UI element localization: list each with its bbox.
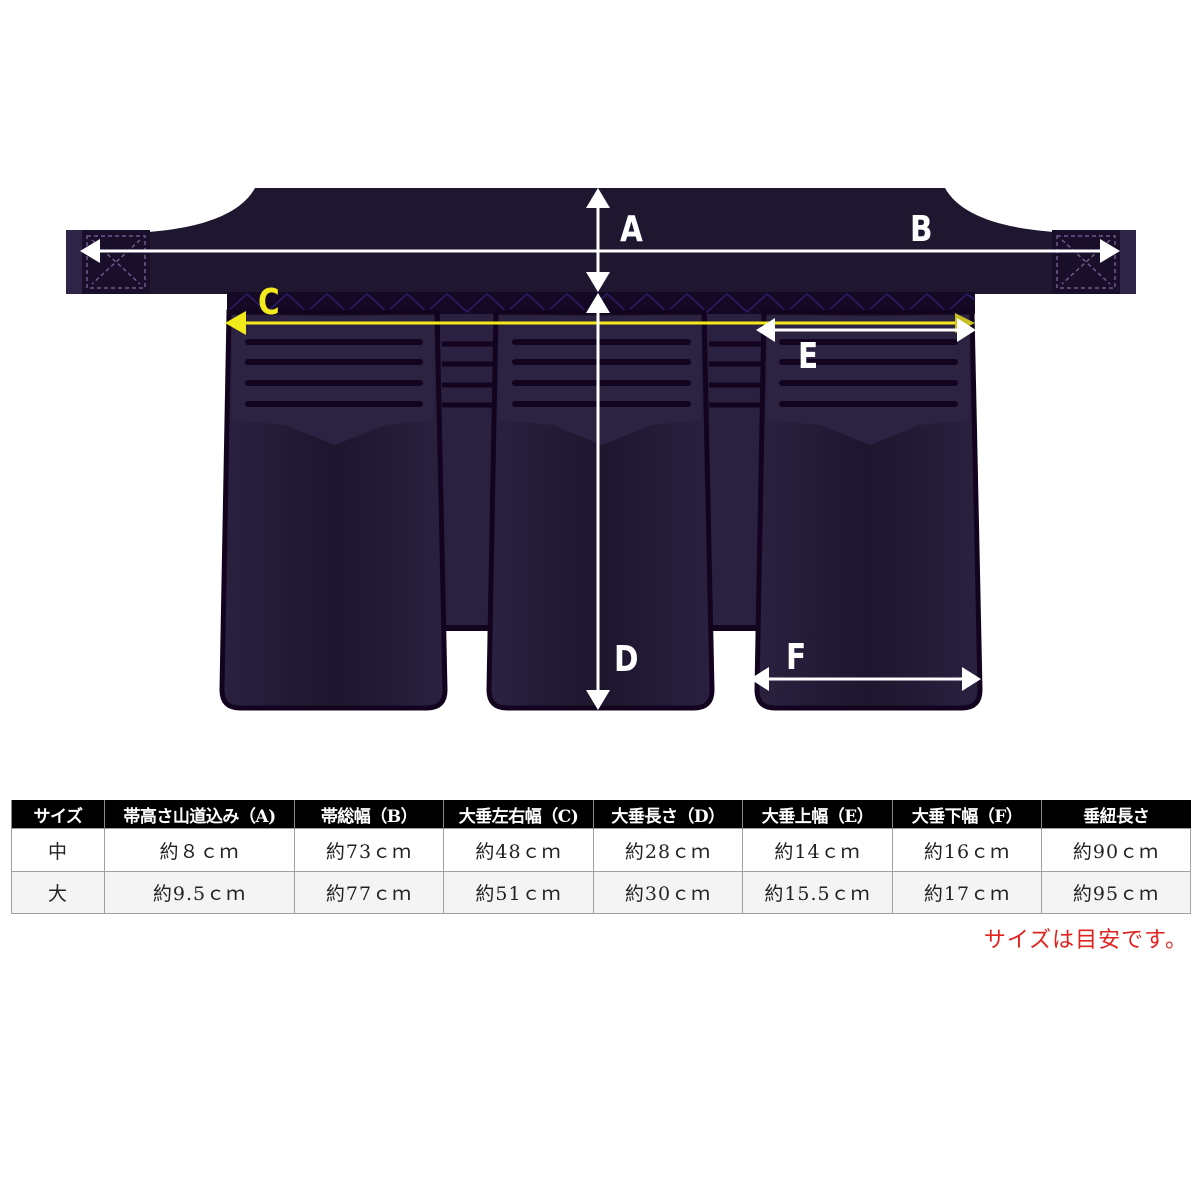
cell-flap-length: 約30ｃｍ xyxy=(593,871,743,914)
table-row: 大 約9.5ｃｍ 約77ｃｍ 約51ｃｍ 約30ｃｍ 約15.5ｃｍ 約17ｃｍ… xyxy=(11,871,1191,914)
cell-flap-span: 約48ｃｍ xyxy=(443,828,594,872)
header-belt-height: 帯高さ山道込み（A) xyxy=(104,800,295,829)
label-c: C xyxy=(258,282,280,323)
table-row: 中 約８ｃｍ 約73ｃｍ 約48ｃｍ 約28ｃｍ 約14ｃｍ 約16ｃｍ 約90… xyxy=(11,828,1191,872)
arrow-d-flap-length xyxy=(586,293,610,710)
cell-cord-length: 約95ｃｍ xyxy=(1041,871,1191,914)
arrow-f-bottom-width xyxy=(750,667,981,691)
arrow-e-top-width xyxy=(756,318,976,342)
cell-size: 中 xyxy=(11,828,105,872)
header-flap-length: 大垂長さ（D） xyxy=(593,800,743,829)
tare-illustration xyxy=(66,188,1136,711)
cell-belt-width: 約77ｃｍ xyxy=(294,871,444,914)
cell-flap-span: 約51ｃｍ xyxy=(443,871,594,914)
big-flaps xyxy=(219,309,983,711)
obi-belt xyxy=(66,188,1136,294)
header-flap-bottom-width: 大垂下幅（F） xyxy=(892,800,1042,829)
header-cord-length: 垂紐長さ xyxy=(1041,800,1191,829)
table-header-row: サイズ 帯高さ山道込み（A) 帯総幅（B） 大垂左右幅（C) 大垂長さ（D） 大… xyxy=(11,800,1191,829)
cell-flap-length: 約28ｃｍ xyxy=(593,828,743,872)
header-flap-span: 大垂左右幅（C) xyxy=(443,800,594,829)
label-b: B xyxy=(910,209,933,250)
inner-small-flaps xyxy=(434,307,769,631)
cell-flap-top-width: 約15.5ｃｍ xyxy=(742,871,893,914)
cell-belt-height: 約８ｃｍ xyxy=(104,828,295,872)
cell-cord-length: 約90ｃｍ xyxy=(1041,828,1191,872)
header-size: サイズ xyxy=(11,800,105,829)
size-table: サイズ 帯高さ山道込み（A) 帯総幅（B） 大垂左右幅（C) 大垂長さ（D） 大… xyxy=(11,800,1191,914)
cell-size: 大 xyxy=(11,871,105,914)
label-d: D xyxy=(614,639,639,680)
arrow-b-belt-width xyxy=(80,239,1120,263)
cell-belt-height: 約9.5ｃｍ xyxy=(104,871,295,914)
tare-dimension-diagram: A B C D E F xyxy=(66,188,1136,711)
header-belt-width: 帯総幅（B） xyxy=(294,800,444,829)
cell-belt-width: 約73ｃｍ xyxy=(294,828,444,872)
cell-flap-bottom-width: 約17ｃｍ xyxy=(892,871,1042,914)
label-f: F xyxy=(786,637,807,678)
label-e: E xyxy=(798,336,819,377)
cell-flap-bottom-width: 約16ｃｍ xyxy=(892,828,1042,872)
arrow-a-belt-height xyxy=(586,188,610,292)
label-a: A xyxy=(620,209,643,250)
cell-flap-top-width: 約14ｃｍ xyxy=(742,828,893,872)
size-disclaimer-note: サイズは目安です。 xyxy=(983,928,1188,953)
header-flap-top-width: 大垂上幅（E） xyxy=(742,800,893,829)
